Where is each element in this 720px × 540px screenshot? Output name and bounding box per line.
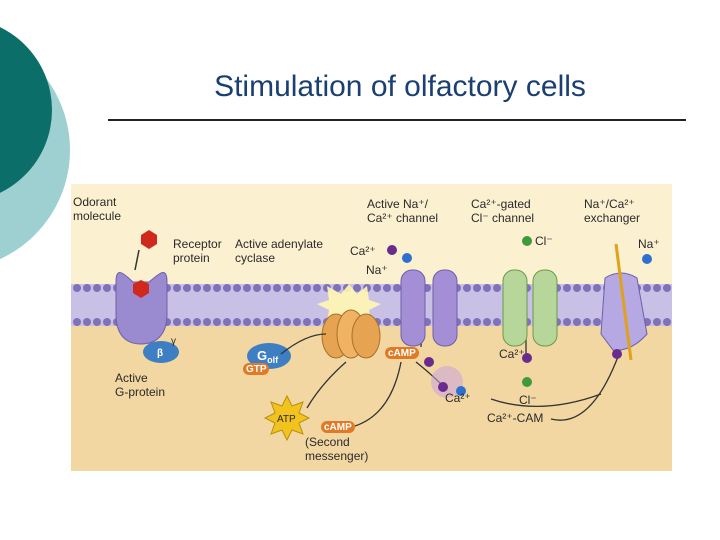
label-odorant-1: Odorant (73, 195, 117, 209)
receptor-protein (115, 272, 168, 345)
label-cl-bottom: Cl⁻ (519, 393, 537, 407)
camp-bottom-badge (321, 421, 355, 433)
g-protein-beta (143, 341, 179, 363)
label-exchanger-1: Na⁺/Ca²⁺ (584, 197, 635, 211)
label-second-messenger-1: (Second (305, 435, 350, 449)
label-gtp: GTP (246, 364, 267, 375)
label-active-channel-2: Ca²⁺ channel (367, 211, 438, 225)
label-na-right: Na⁺ (638, 237, 660, 251)
label-adenylate-1: Active adenylate (235, 237, 323, 251)
label-ca-gated-2: Cl⁻ channel (471, 211, 534, 225)
ca-ion-cl-channel (522, 353, 532, 363)
odorant-arrow (134, 249, 140, 271)
decor-circle-dark (0, 27, 52, 193)
na-ion-right (642, 254, 652, 264)
label-ca-gated-1: Ca²⁺-gated (471, 197, 531, 211)
corner-decoration (0, 27, 70, 260)
olfactory-diagram: Odorant molecule Receptor protein Active… (71, 184, 672, 471)
label-receptor-1: Receptor (173, 237, 222, 251)
label-beta: β (157, 348, 163, 359)
active-cation-channel (400, 269, 458, 347)
label-ca-top: Ca²⁺ (350, 244, 376, 258)
odorant-molecule-bound (133, 280, 149, 298)
label-na-top: Na⁺ (366, 263, 388, 277)
label-exchanger-2: exchanger (584, 211, 640, 225)
label-odorant-2: molecule (73, 209, 121, 223)
pathway-arrows (280, 313, 620, 427)
ca-ion-channel (424, 357, 434, 367)
label-adenylate-2: cyclase (235, 251, 275, 265)
label-active-channel-1: Active Na⁺/ (367, 197, 429, 211)
label-cl-top: Cl⁻ (535, 234, 553, 248)
label-active-g-2: G-protein (115, 385, 165, 399)
odorant-molecule-free (141, 230, 157, 249)
exchanger-arrow (614, 243, 633, 361)
label-second-messenger-2: messenger) (305, 449, 368, 463)
na-ion-top (402, 253, 412, 263)
ca-gated-cl-channel (502, 269, 558, 347)
g-olf-protein (247, 343, 291, 369)
ca-ion-top (387, 245, 397, 255)
label-active-g-1: Active (115, 371, 148, 385)
na-ca-exchanger (600, 243, 648, 361)
label-ca-cytosol: Ca²⁺ (445, 391, 471, 405)
adenylate-cyclase (317, 284, 381, 359)
label-atp: ATP (277, 414, 296, 425)
label-camp-center: cAMP (388, 348, 416, 359)
ca-ion-cytosol (438, 382, 448, 392)
label-camp-bottom: cAMP (324, 422, 352, 433)
label-ca-cam: Ca²⁺-CAM (487, 411, 543, 425)
label-g-olf: Golf (257, 348, 279, 365)
gtp-badge (243, 363, 269, 375)
cl-ion-bottom (522, 377, 532, 387)
atp-burst (263, 394, 311, 442)
title-underline (108, 119, 686, 121)
camp-center-badge (385, 347, 419, 359)
label-ca-channel: Ca²⁺ (499, 347, 525, 361)
na-ion-cytosol (456, 386, 466, 396)
slide-title: Stimulation of olfactory cells (214, 70, 586, 103)
label-receptor-2: protein (173, 251, 210, 265)
cl-ion-top (522, 236, 532, 246)
ca-ion-exchanger (612, 349, 622, 359)
label-gamma: γ (171, 336, 176, 347)
